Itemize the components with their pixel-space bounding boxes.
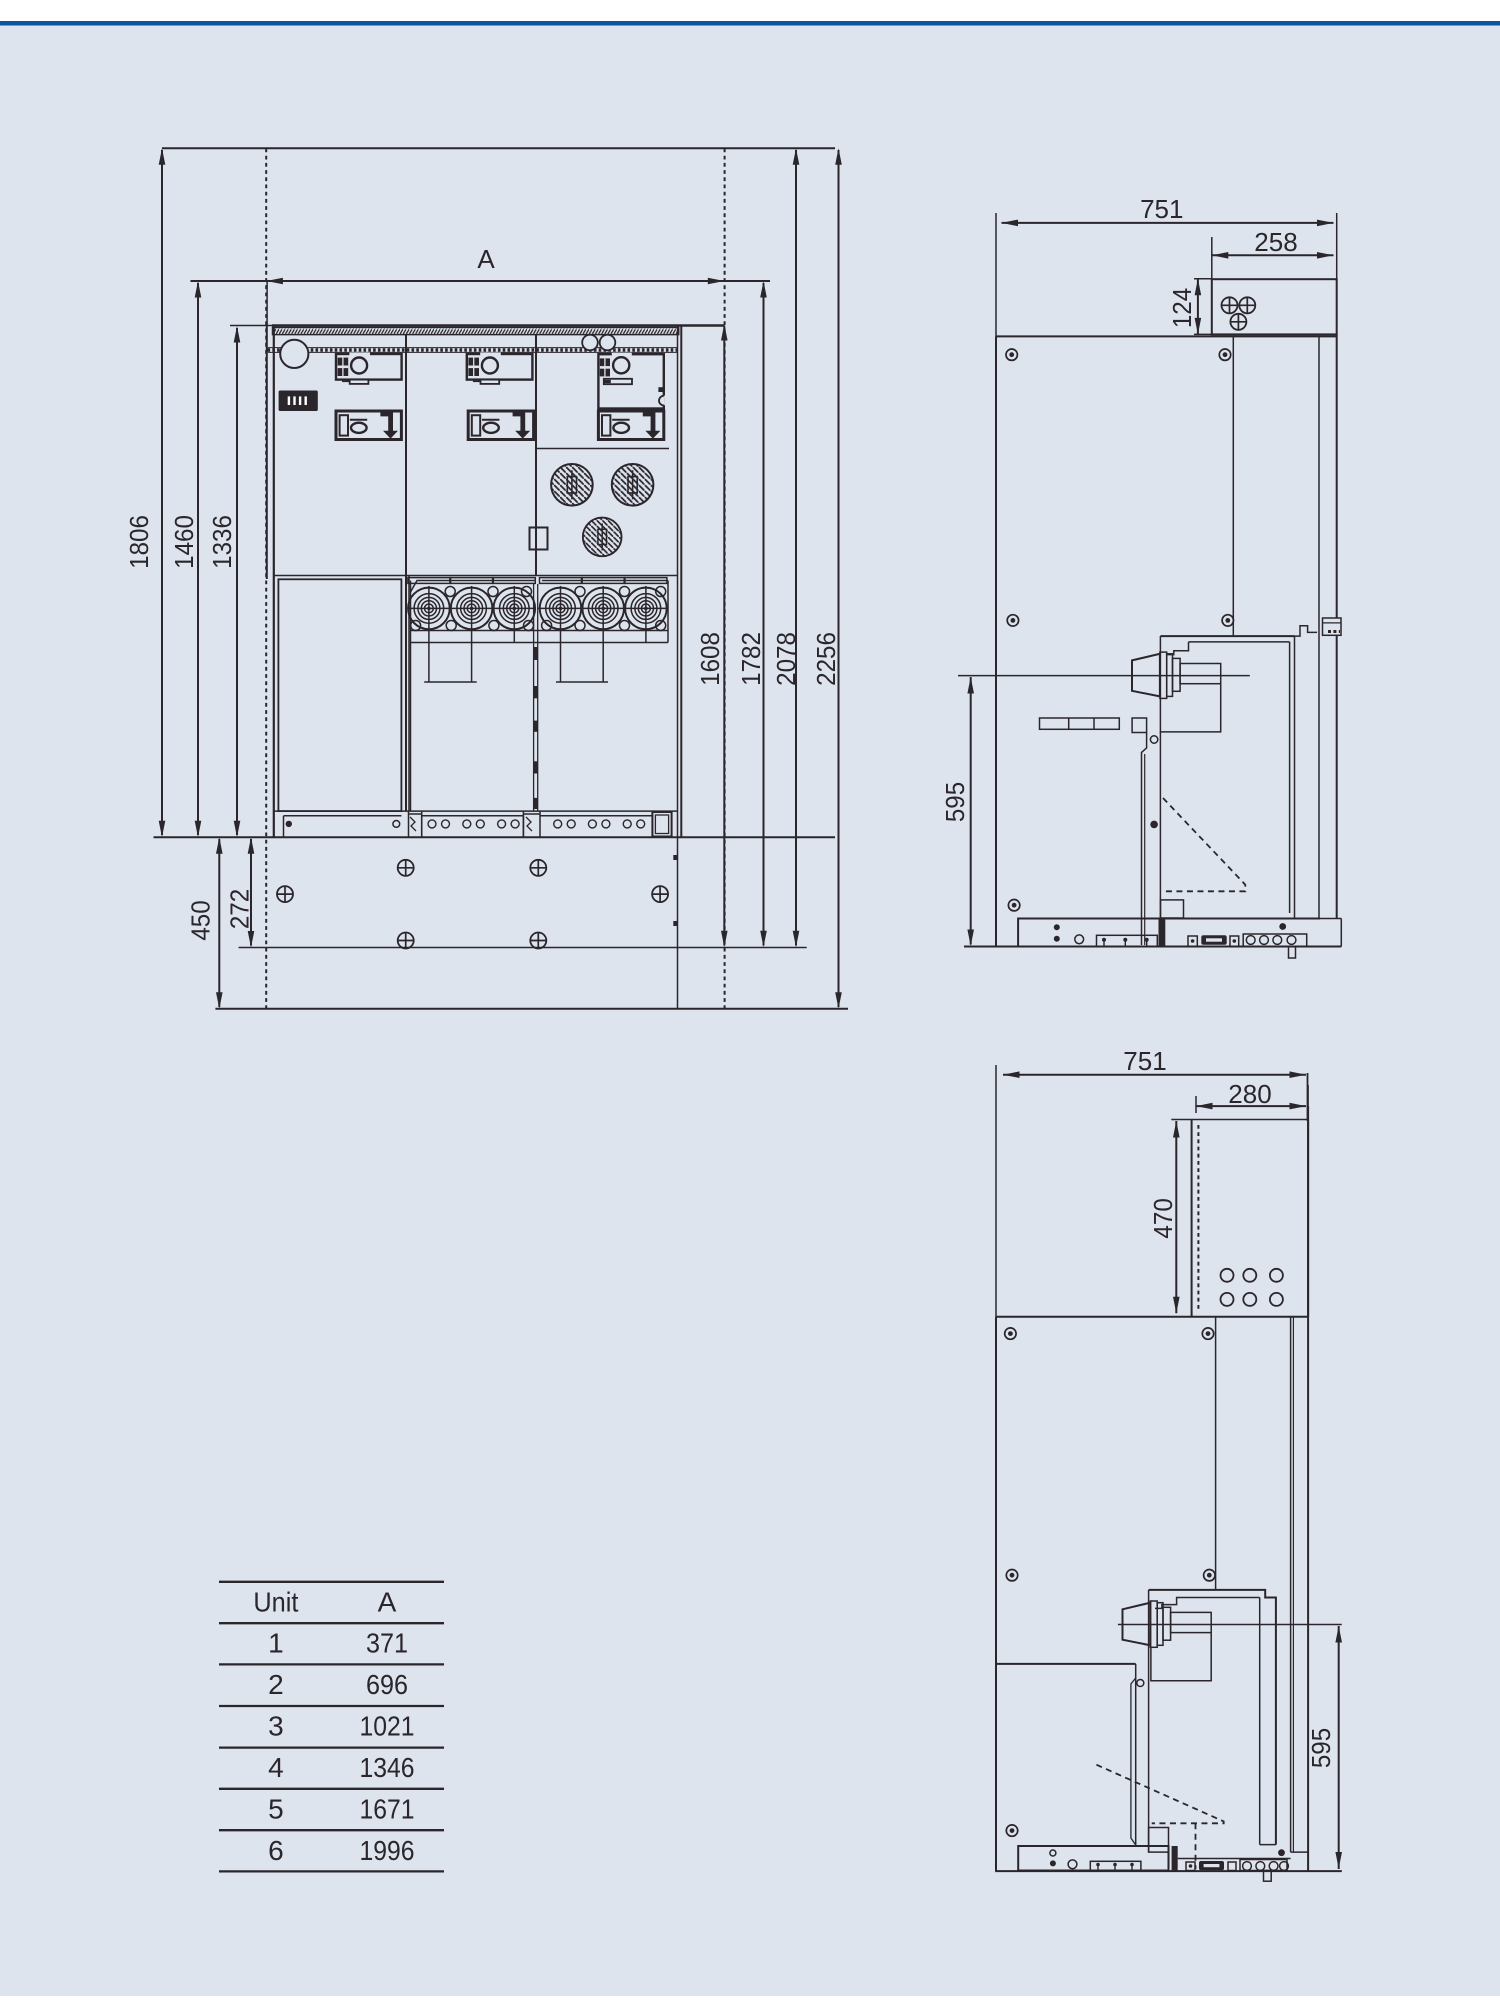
svg-text:450: 450: [187, 900, 216, 940]
svg-text:280: 280: [1228, 1079, 1271, 1109]
svg-text:1021: 1021: [360, 1711, 415, 1742]
svg-text:3: 3: [268, 1711, 284, 1742]
svg-text:751: 751: [1140, 194, 1183, 224]
svg-text:751: 751: [1123, 1046, 1166, 1076]
svg-text:595: 595: [1307, 1728, 1336, 1768]
svg-text:1782: 1782: [737, 632, 766, 686]
svg-text:6: 6: [268, 1835, 284, 1866]
svg-text:1336: 1336: [208, 515, 237, 569]
svg-text:470: 470: [1149, 1198, 1178, 1238]
svg-text:2: 2: [268, 1669, 284, 1700]
svg-text:595: 595: [941, 782, 970, 822]
svg-text:696: 696: [366, 1669, 408, 1700]
svg-text:4: 4: [268, 1752, 284, 1783]
svg-text:1996: 1996: [360, 1835, 415, 1866]
svg-text:2256: 2256: [812, 632, 841, 686]
svg-text:5: 5: [268, 1794, 284, 1825]
svg-text:1346: 1346: [360, 1752, 415, 1783]
svg-text:1671: 1671: [360, 1794, 415, 1825]
svg-text:A: A: [378, 1587, 397, 1618]
svg-text:A: A: [477, 244, 495, 274]
svg-text:272: 272: [226, 889, 255, 929]
svg-text:1460: 1460: [170, 515, 199, 569]
svg-text:258: 258: [1254, 227, 1297, 257]
svg-text:1: 1: [268, 1628, 284, 1659]
svg-text:1806: 1806: [125, 515, 154, 569]
svg-text:2078: 2078: [772, 632, 801, 686]
svg-text:124: 124: [1168, 288, 1197, 328]
svg-text:1608: 1608: [696, 632, 725, 686]
svg-text:Unit: Unit: [253, 1587, 298, 1618]
svg-text:371: 371: [366, 1628, 408, 1659]
